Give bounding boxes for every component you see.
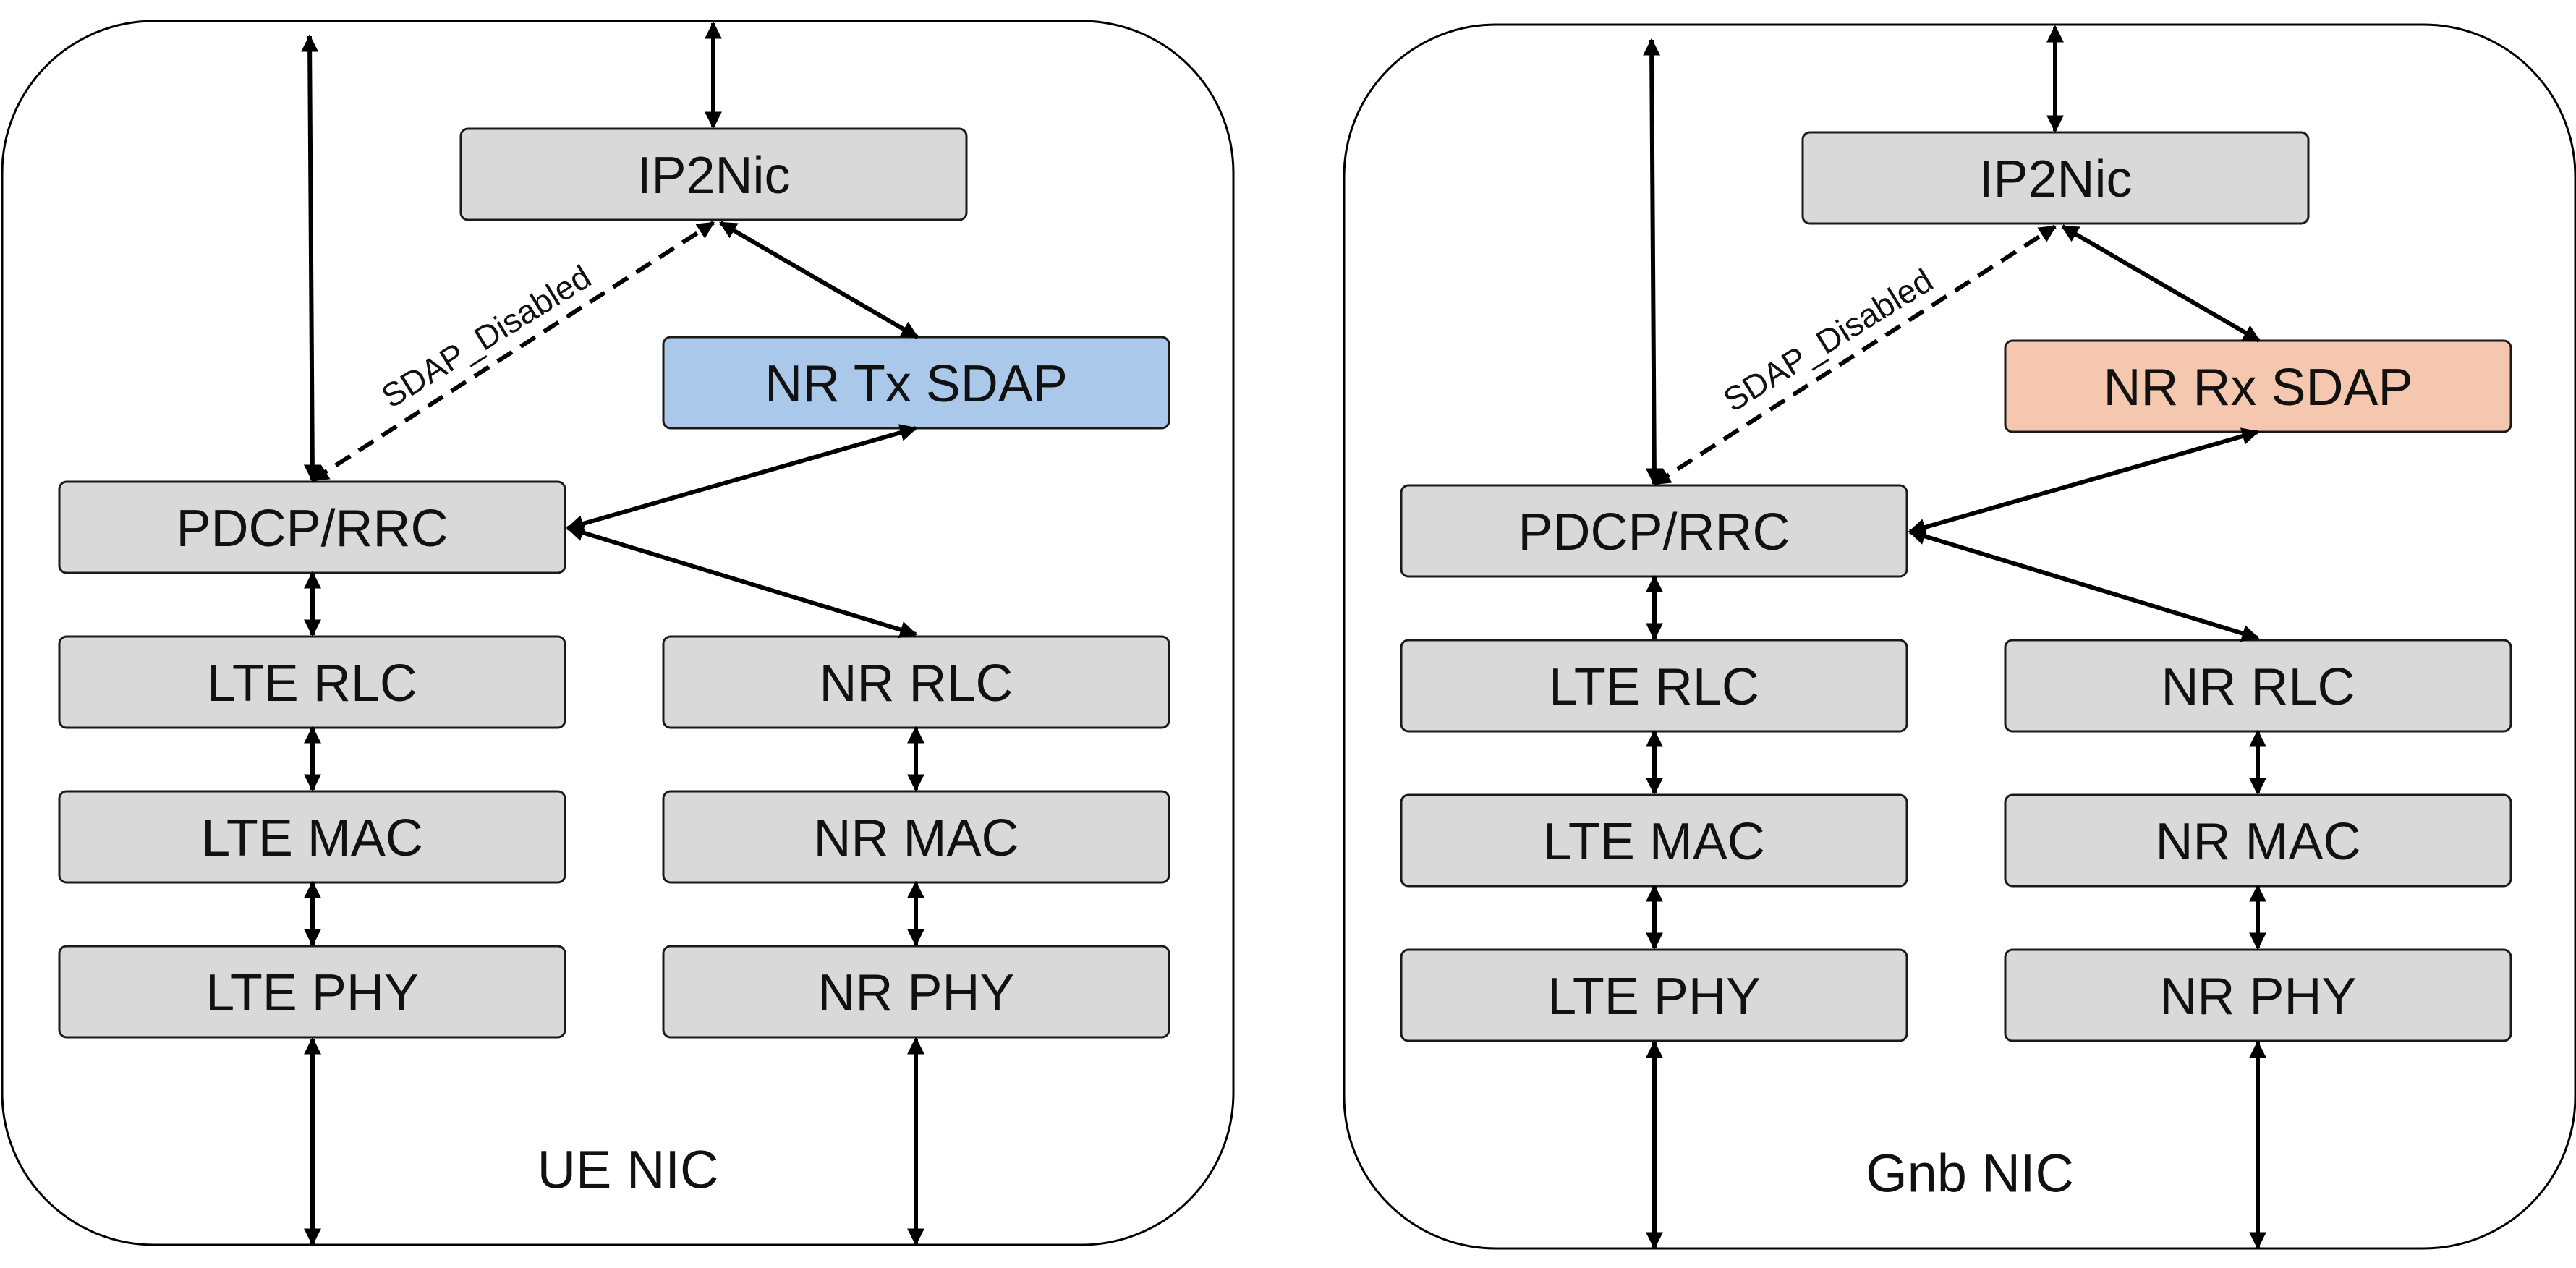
gnb-lte-rlc-box: LTE RLC (1400, 639, 1908, 733)
ue-pdcp-label: PDCP/RRC (176, 500, 448, 558)
gnb-pdcp-box: PDCP/RRC (1400, 484, 1908, 578)
ue-edge-sdap-disabled (310, 221, 715, 482)
gnb-edge-sdap-disabled (1652, 224, 2057, 486)
ue-ip2nic-box: IP2Nic (459, 127, 968, 221)
panel-gnb: IP2Nic NR Rx SDAP PDCP/RRC LTE RLC LTE MAC LT… (1343, 23, 2576, 1250)
gnb-nr-mac-label: NR MAC (2156, 813, 2361, 871)
gnb-ip2nic-box: IP2Nic (1801, 131, 2310, 225)
gnb-lte-rlc-label: LTE RLC (1549, 658, 1759, 716)
gnb-nr-mac-box: NR MAC (2004, 793, 2512, 888)
ue-nr-mac-label: NR MAC (814, 809, 1019, 867)
gnb-lte-mac-box: LTE MAC (1400, 793, 1908, 888)
gnb-lte-mac-label: LTE MAC (1543, 813, 1765, 871)
ue-nr-rlc-box: NR RLC (662, 635, 1170, 729)
ue-lte-rlc-label: LTE RLC (207, 655, 417, 712)
ue-edge-pdcp-nrrlc (566, 524, 918, 639)
gnb-edge-pdcp-nrrlc (1908, 527, 2260, 642)
gnb-lte-phy-box: LTE PHY (1400, 948, 1908, 1042)
ue-sdap-box: NR Tx SDAP (662, 336, 1170, 430)
ue-edge-pdcp-sdap (566, 424, 918, 532)
ue-lte-mac-box: LTE MAC (58, 790, 566, 884)
gnb-edge-pdcp-sdap (1908, 427, 2260, 536)
ue-nr-phy-label: NR PHY (817, 964, 1014, 1022)
ue-pdcp-box: PDCP/RRC (58, 480, 566, 574)
gnb-edge-ip2nic-sdap (2060, 224, 2261, 343)
gnb-ip2nic-label: IP2Nic (1978, 150, 2132, 208)
ue-nr-phy-box: NR PHY (662, 945, 1170, 1039)
gnb-nr-rlc-label: NR RLC (2161, 658, 2355, 716)
gnb-nr-rlc-box: NR RLC (2004, 639, 2512, 733)
gnb-nic-title: Gnb NIC (1866, 1144, 2074, 1204)
ue-lte-rlc-box: LTE RLC (58, 635, 566, 729)
ue-ip2nic-label: IP2Nic (637, 147, 790, 205)
gnb-sdap-box: NR Rx SDAP (2004, 339, 2512, 433)
ue-edge-ip2nic-sdap (718, 221, 919, 339)
gnb-edge-left-vertical (1643, 38, 1663, 486)
ue-edge-left-vertical (301, 34, 321, 482)
ue-nr-mac-box: NR MAC (662, 790, 1170, 884)
gnb-nr-phy-box: NR PHY (2004, 948, 2512, 1042)
gnb-pdcp-label: PDCP/RRC (1518, 503, 1790, 561)
ue-lte-mac-label: LTE MAC (201, 809, 423, 867)
gnb-nr-phy-label: NR PHY (2159, 968, 2356, 1026)
gnb-lte-phy-label: LTE PHY (1547, 968, 1761, 1026)
gnb-sdap-label: NR Rx SDAP (2103, 359, 2413, 417)
ue-nr-rlc-label: NR RLC (819, 655, 1013, 712)
ue-lte-phy-box: LTE PHY (58, 945, 566, 1039)
panel-ue: IP2Nic NR Tx SDAP PDCP/RRC LTE RLC LTE MAC LT… (1, 20, 1235, 1246)
ue-nic-title: UE NIC (537, 1140, 719, 1200)
ue-sdap-label: NR Tx SDAP (765, 355, 1068, 413)
ue-lte-phy-label: LTE PHY (205, 964, 419, 1022)
